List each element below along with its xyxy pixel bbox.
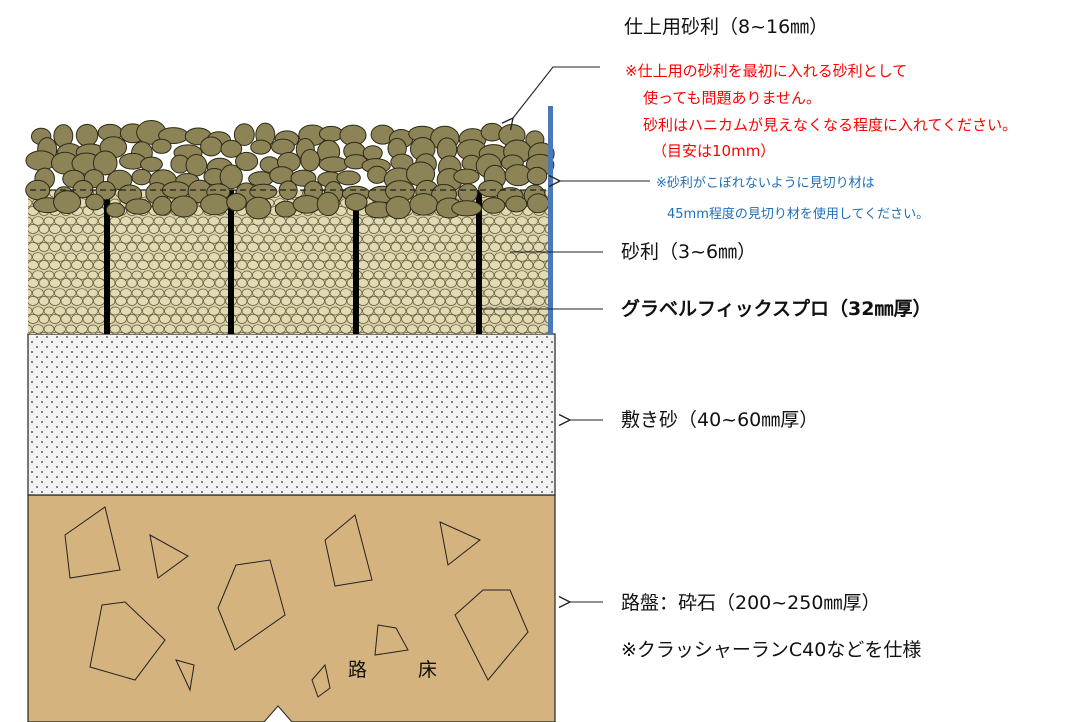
finish-note-line-1: ※仕上用の砂利を最初に入れる砂利として (625, 62, 908, 80)
edge-note-line-2: 45mm程度の見切り材を使用してください。 (667, 207, 930, 222)
sand-layer (27, 333, 556, 496)
leader-lines (482, 66, 650, 602)
edge-note-line-1: ※砂利がこぼれないように見切り材は (656, 176, 875, 191)
finish-stone (453, 168, 480, 185)
finish-stone (249, 183, 278, 200)
finish-stone (481, 197, 506, 214)
finish-stone (300, 149, 321, 172)
finish-gravel-label: 仕上用砂利（8~16㎜） (624, 16, 829, 38)
finish-stone (219, 164, 243, 190)
finish-stone (451, 200, 483, 217)
finish-stone (336, 170, 361, 186)
finish-stone (409, 193, 439, 216)
leader-finish-gravel (513, 66, 600, 118)
finish-stone (220, 139, 243, 158)
finish-stone (367, 165, 388, 184)
finish-stone (226, 192, 247, 212)
finish-note-line-4: （目安は10mm） (652, 142, 776, 160)
finish-stone (53, 190, 82, 214)
finish-stone (152, 195, 173, 216)
finish-stone (25, 179, 51, 201)
finish-stone (170, 195, 198, 218)
finish-stone (271, 138, 295, 155)
subgrade-label-1: 路 (348, 659, 368, 681)
finish-stone (235, 151, 259, 172)
finish-stone (125, 198, 152, 215)
finish-note-line-3: 砂利はハニカムが見えなくなる程度に入れてください。 (643, 116, 1018, 134)
finish-stone (75, 123, 99, 147)
finish-stone (105, 202, 126, 218)
finish-stone (92, 150, 118, 176)
sand-label: 敷き砂（40~60㎜厚） (621, 409, 819, 431)
base-note: ※クラッシャーランC40などを仕様 (621, 639, 922, 661)
finish-stone (457, 183, 478, 203)
finish-stone (25, 150, 57, 171)
finish-stone (526, 166, 548, 186)
finish-stone (505, 195, 528, 213)
finish-stone (85, 193, 105, 211)
subgrade-label-2: 床 (418, 659, 438, 681)
finish-stone (385, 196, 412, 220)
finish-stone (250, 139, 272, 155)
finish-stone (233, 123, 255, 147)
finish-stone (344, 192, 368, 212)
finish-stone (318, 125, 344, 142)
finish-stone (185, 154, 208, 177)
edge-strip (548, 106, 553, 334)
finish-stone (292, 195, 322, 214)
finish-gravel-layer (25, 120, 555, 220)
finish-stone (526, 193, 550, 214)
product-label: グラベルフィックスプロ（32㎜厚） (621, 298, 932, 320)
base-layer (27, 494, 556, 722)
finish-stone (278, 180, 298, 201)
finish-stone (140, 156, 163, 172)
finish-stone (318, 156, 349, 173)
finish-stone (316, 191, 340, 217)
finish-stone (200, 193, 230, 216)
finish-stone (131, 168, 152, 186)
finish-stone (151, 138, 172, 154)
gravel-label: 砂利（3~6㎜） (621, 241, 757, 263)
finish-stone (200, 136, 223, 157)
finish-stone (72, 180, 94, 199)
base-label: 路盤：砕石（200~250㎜厚） (621, 592, 881, 614)
finish-stone (245, 196, 272, 220)
finish-note-line-2: 使っても問題ありません。 (643, 89, 822, 107)
